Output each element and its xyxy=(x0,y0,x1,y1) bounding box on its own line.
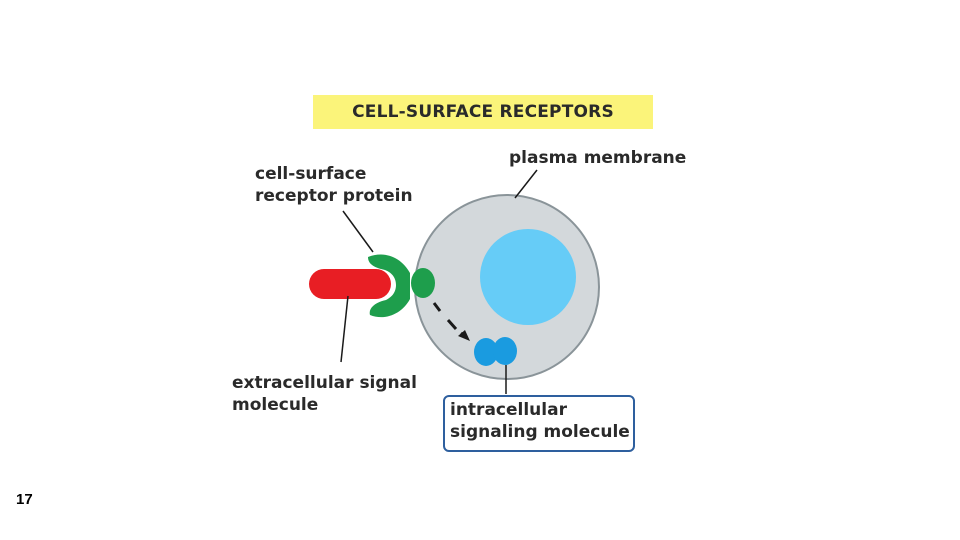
leader-extracellular xyxy=(340,295,349,363)
nucleus xyxy=(480,229,576,325)
intracellular-label-line1: intracellular xyxy=(450,400,567,420)
intracellular-signaling-label: intracellular signaling molecule xyxy=(450,399,630,443)
signaling-arrow xyxy=(432,302,470,341)
intracellular-label-box xyxy=(443,395,635,452)
membrane-label-text: plasma membrane xyxy=(509,148,687,168)
receptor-protein-label: cell-surface receptor protein xyxy=(255,163,413,207)
leader-membrane xyxy=(514,169,538,199)
intracellular-signaling-molecule xyxy=(474,337,517,366)
leader-lines xyxy=(340,169,538,394)
receptor-label-line2: receptor protein xyxy=(255,186,413,206)
slide-number: 17 xyxy=(16,491,33,508)
receptor-protein xyxy=(368,254,435,318)
extracellular-signal-molecule xyxy=(309,269,391,299)
plasma-membrane-label: plasma membrane xyxy=(509,147,686,169)
extracellular-signal-label: extracellular signal molecule xyxy=(232,372,417,416)
extracellular-label-line2: molecule xyxy=(232,395,319,415)
intracellular-label-line2: signaling molecule xyxy=(450,422,630,442)
leader-receptor xyxy=(342,210,374,253)
diagram-title: CELL-SURFACE RECEPTORS xyxy=(352,102,614,122)
receptor-label-line1: cell-surface xyxy=(255,164,367,184)
title-banner: CELL-SURFACE RECEPTORS xyxy=(313,95,653,129)
extracellular-label-line1: extracellular signal xyxy=(232,373,417,393)
